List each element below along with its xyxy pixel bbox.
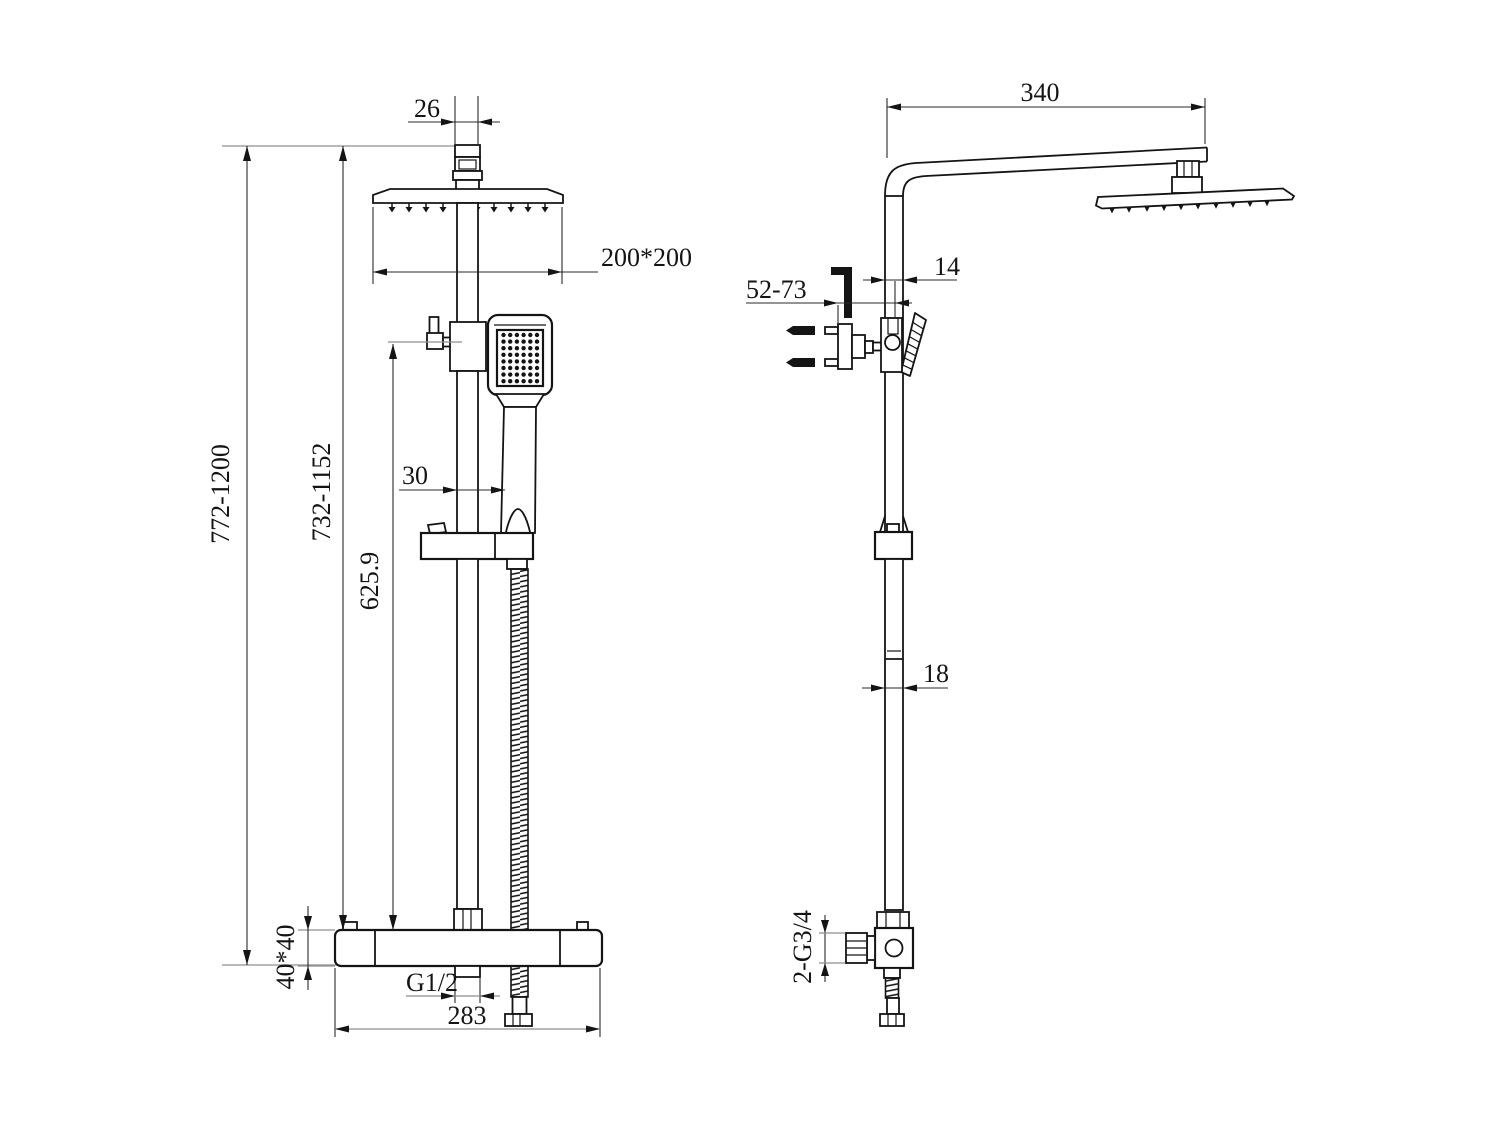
spray-nozzle-dots xyxy=(501,332,540,384)
wall-bracket-side xyxy=(786,267,883,370)
slide-bracket-side xyxy=(873,515,914,561)
side-view xyxy=(786,146,1296,1027)
front-dimensions: 26 200*200 772-1200 732-1152 625.9 30 xyxy=(206,94,692,1037)
front-view xyxy=(222,144,604,1027)
shower-hose-lower-side xyxy=(879,967,905,1027)
riser-pipe-upper-front xyxy=(456,202,479,325)
riser-pipe-lower-front xyxy=(456,558,479,910)
thermostatic-valve-side xyxy=(845,911,915,970)
hand-shower-front xyxy=(486,313,554,534)
slide-bracket-front xyxy=(419,522,535,570)
pipe-bottom-nut-front xyxy=(453,908,483,931)
dim-arm-reach: 340 xyxy=(1021,78,1060,107)
dim-valve-width: 283 xyxy=(448,1001,487,1030)
shower-hose-lower-front xyxy=(504,965,533,1027)
shower-arm-side xyxy=(884,146,1208,197)
holder-clamp-side xyxy=(880,317,903,373)
side-dimensions: 340 14 52-73 18 2-G3/4 xyxy=(746,78,1206,984)
dim-column-height: 732-1152 xyxy=(307,443,336,542)
thermostatic-valve-front xyxy=(333,921,604,978)
diverter-valve-front xyxy=(388,316,487,372)
dim-wall-offset: 52-73 xyxy=(746,275,807,304)
dim-valve-section: 40*40 xyxy=(271,925,300,990)
overhead-shower-side xyxy=(1094,187,1296,214)
shower-hose-front xyxy=(510,568,529,931)
dim-outlet-thread: G1/2 xyxy=(406,968,458,997)
dim-lower-pipe-width: 18 xyxy=(923,659,949,688)
dim-head-size: 200*200 xyxy=(601,243,692,272)
dim-overall-height: 772-1200 xyxy=(206,444,235,544)
handset-in-holder-side xyxy=(900,312,927,377)
overhead-shower-front xyxy=(372,188,564,214)
dim-top-pipe-width: 26 xyxy=(414,94,440,123)
riser-pipe-lower-side xyxy=(884,558,904,911)
dim-rail-length: 625.9 xyxy=(355,552,384,611)
dim-inlet-thread: 2-G3/4 xyxy=(788,910,817,984)
dim-upper-pipe-width: 14 xyxy=(934,252,960,281)
top-inlet-connector xyxy=(452,144,483,193)
riser-pipe-mid-front xyxy=(456,370,479,534)
dim-handset-offset: 30 xyxy=(402,461,428,490)
